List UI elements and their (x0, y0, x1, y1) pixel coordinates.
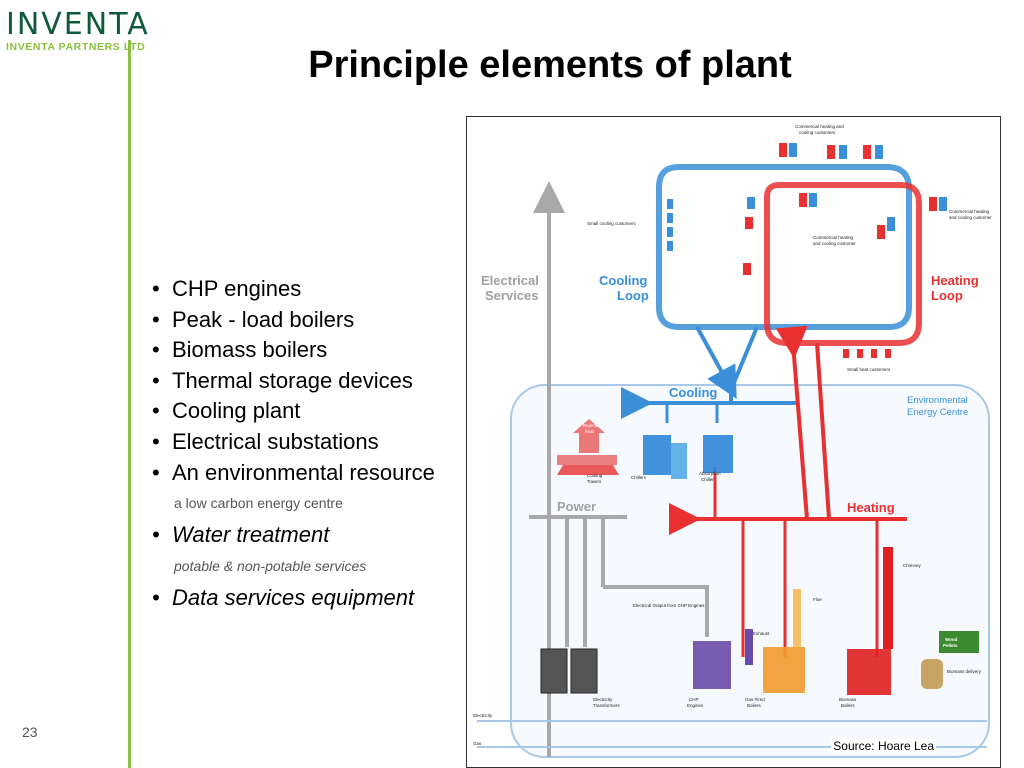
source-credit: Source: Hoare Lea (831, 739, 936, 753)
bullet-item: Data services equipment (152, 583, 462, 614)
logo-wordmark: INVENTA (6, 7, 150, 42)
label-biomass-delivery: Biomass delivery (947, 669, 982, 674)
heating-flow-pipe (775, 325, 809, 520)
bullet-item: Cooling plant (152, 396, 462, 427)
logo-subtitle: INVENTA PARTNERS LTD (6, 41, 146, 53)
chillers (643, 435, 687, 479)
cooling-towers (557, 419, 619, 475)
absorption-chiller (703, 435, 733, 473)
cooling-loop-pipe (656, 164, 912, 330)
biomass-boilers (847, 547, 979, 695)
slide-title: Principle elements of plant (308, 44, 792, 86)
accent-divider (128, 40, 131, 768)
bullet-list: CHP engines Peak - load boilers Biomass … (152, 274, 462, 613)
commercial-units-top (779, 143, 883, 159)
label-small-cooling: Small cooling customers (587, 221, 637, 226)
label-electrical-output: Electrical Output from CHP Engines (633, 603, 705, 608)
bullet-item: Thermal storage devices (152, 366, 462, 397)
mid-units (743, 193, 817, 275)
rejected-heat-arrow (573, 419, 605, 453)
label-heating: Heating (847, 500, 895, 515)
heating-loop-pipe (764, 182, 922, 346)
cooling-return-pipe (731, 326, 759, 386)
cooling-feed-pipe (695, 326, 737, 400)
bullet-item: Peak - load boilers (152, 305, 462, 336)
label-electricity: Electricity (473, 713, 493, 718)
label-small-heat: Small heat customers (847, 367, 891, 372)
bullet-item: Electrical substations (152, 427, 462, 458)
small-heat-units (843, 349, 891, 358)
label-cooling: Cooling (669, 385, 717, 400)
gas-boilers (763, 589, 805, 693)
label-flue: Flue (813, 597, 822, 602)
chp-engines (693, 629, 753, 689)
label-chillers: Chillers (631, 475, 647, 480)
bullet-item: An environmental resource (152, 458, 462, 489)
bullet-item: Biomass boilers (152, 335, 462, 366)
label-exhaust: Exhaust (753, 631, 770, 636)
label-gas: Gas (473, 741, 482, 746)
label-power: Power (557, 499, 596, 514)
heating-return-pipe (815, 342, 831, 520)
label-chimney: Chimney (903, 563, 922, 568)
transformers (540, 648, 598, 694)
small-cooling-units (667, 199, 673, 251)
bullet-note: potable & non-potable services (174, 557, 367, 574)
bullet-note: a low carbon energy centre (174, 495, 343, 512)
bullet-item: Water treatment (152, 520, 462, 551)
page-number: 23 (22, 724, 38, 740)
company-logo: INVENTA INVENTA PARTNERS LTD (6, 7, 150, 54)
commercial-units-right (877, 197, 947, 239)
bullet-item: CHP engines (152, 274, 462, 305)
